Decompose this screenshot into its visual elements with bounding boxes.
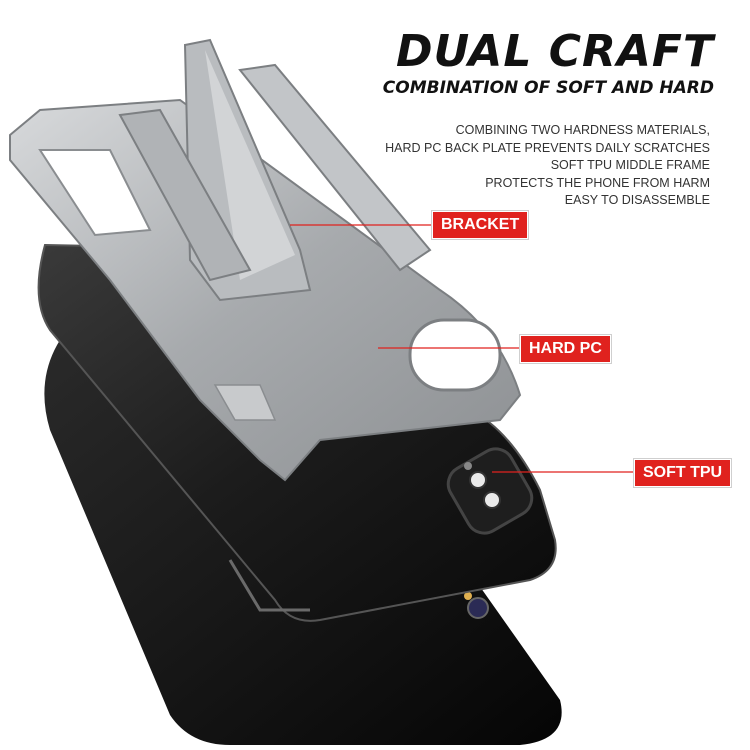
subheadline: COMBINATION OF SOFT AND HARD [382,78,714,98]
description-line: SOFT TPU MIDDLE FRAME [550,158,710,172]
bracket-callout: BRACKET [432,211,529,239]
description-line: HARD PC BACK PLATE PREVENTS DAILY SCRATC… [385,140,710,155]
headline: DUAL CRAFT [396,26,714,77]
soft-tpu-callout: SOFT TPU [634,459,732,487]
feature-description: COMBINING TWO HARDNESS MATERIALS, HARD P… [385,122,710,210]
description-line: EASY TO DISASSEMBLE [564,193,710,207]
hard-pc-callout: HARD PC [520,335,611,363]
kickstand-bracket [118,38,432,302]
description-line: PROTECTS THE PHONE FROM HARM [485,175,710,190]
description-line: COMBINING TWO HARDNESS MATERIALS, [455,123,710,137]
